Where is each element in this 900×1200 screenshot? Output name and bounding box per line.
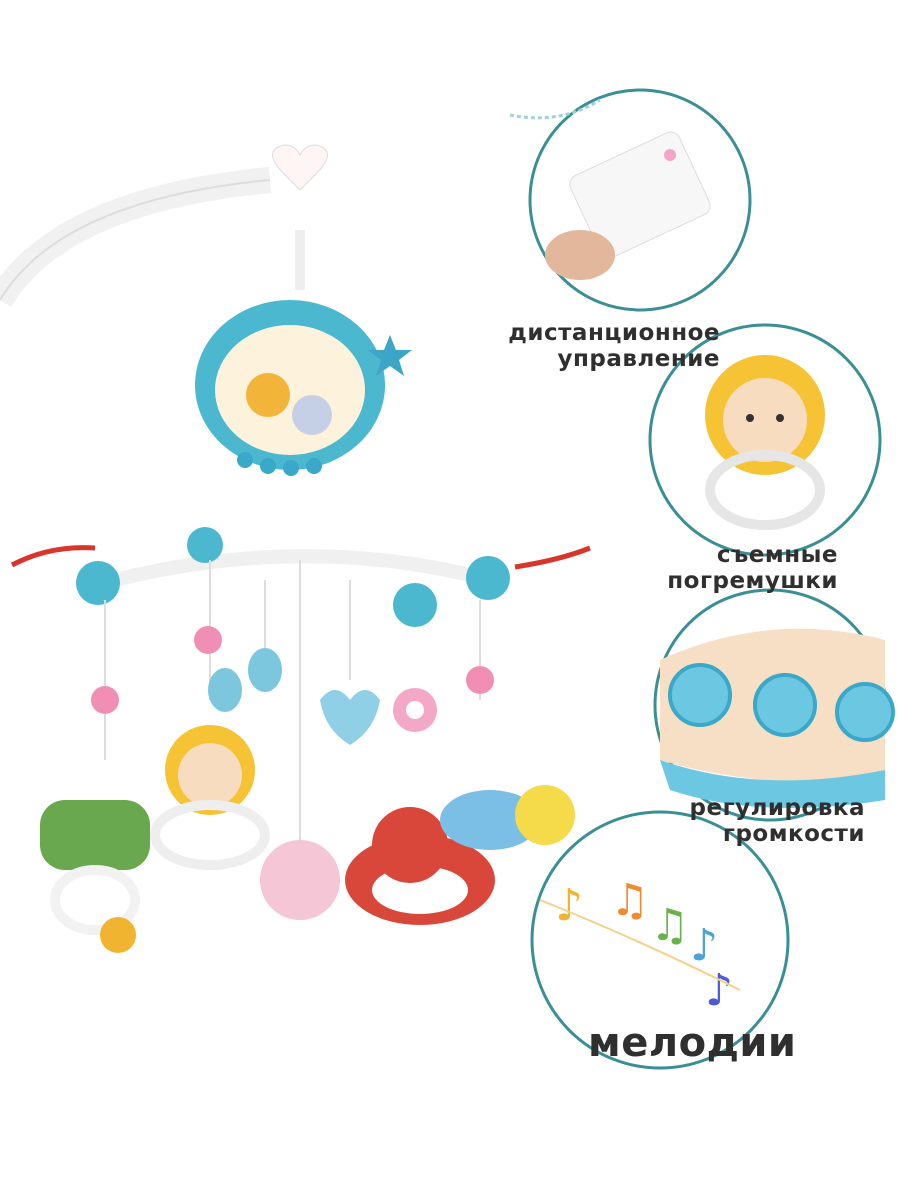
svg-text:♫: ♫ [650,900,689,951]
label-line: съемные [716,542,838,568]
mobile-balls [76,527,510,627]
feature-label-removable-rattles: съемные погремушки [667,542,838,595]
volume-buttons-icon [660,628,895,808]
mobile-arm [0,167,272,307]
star-icon [368,335,412,376]
label-line: мелодии [588,1020,797,1066]
heart-clip-icon [272,144,328,191]
svg-text:♪: ♪ [690,920,718,971]
rotate-arrow-left-icon [10,545,96,568]
music-box [195,300,412,476]
svg-text:♪: ♪ [555,880,583,931]
hanging-toys [40,626,575,953]
label-line: регулировка [689,795,865,821]
label-line: громкости [722,821,865,848]
rotate-arrow-right-icon [514,545,591,570]
label-line: погремушки [667,568,838,595]
label-line: дистанционное [508,320,720,346]
svg-text:♪: ♪ [705,965,733,1016]
label-line: управление [557,346,720,373]
svg-text:♫: ♫ [610,875,649,926]
music-notes-icon: ♪ ♫ ♫ ♪ ♪ [539,875,741,1016]
feature-label-melodies: мелодии [588,1020,796,1066]
feature-label-remote-control: дистанционное управление [508,320,720,373]
lion-rattle-icon [705,355,825,530]
feature-label-volume-control: регулировка громкости [690,795,865,848]
remote-control-icon [545,131,711,280]
